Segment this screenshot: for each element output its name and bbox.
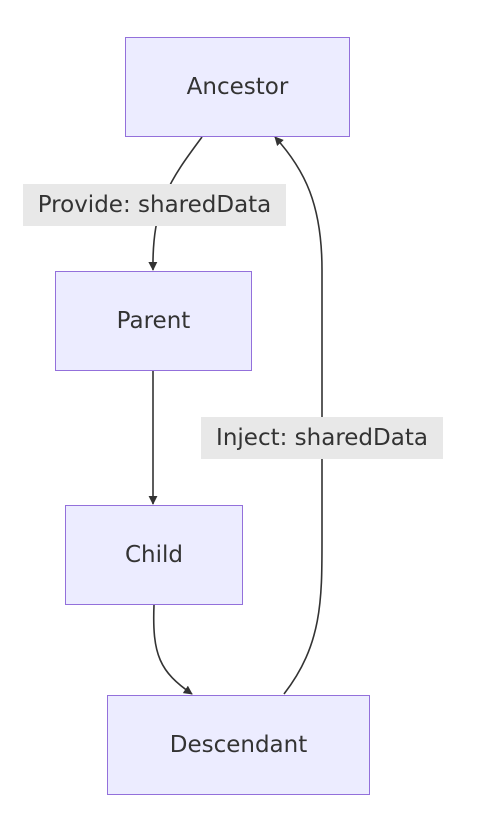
node-label-child: Child: [124, 542, 184, 568]
node-parent: Parent: [55, 271, 252, 371]
node-ancestor: Ancestor: [125, 37, 350, 137]
edge-child-to-descendant: [152, 604, 193, 695]
edge-descendant-to-ancestor: [274, 136, 323, 695]
node-label-descendant: Descendant: [169, 732, 308, 758]
node-descendant: Descendant: [107, 695, 370, 795]
node-label-parent: Parent: [116, 308, 191, 334]
node-label-ancestor: Ancestor: [186, 74, 289, 100]
node-child: Child: [65, 505, 243, 605]
edge-label-inject: Inject: sharedData: [201, 417, 443, 459]
edge-label-provide: Provide: sharedData: [23, 184, 286, 226]
